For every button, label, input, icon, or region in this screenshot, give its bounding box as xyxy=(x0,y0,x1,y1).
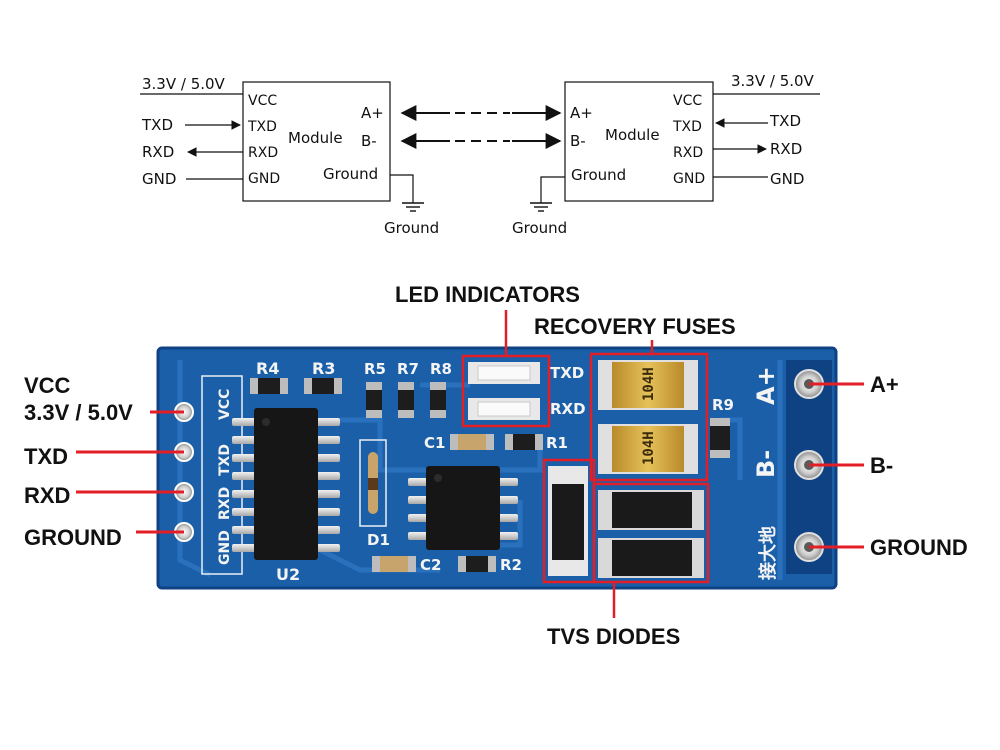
tvs-group xyxy=(548,466,704,578)
left-ground-symbol-icon xyxy=(402,202,424,212)
fuse2-code: 104H xyxy=(641,431,657,465)
right-pin-ground: Ground xyxy=(571,166,626,184)
left-pin-a: A+ xyxy=(361,104,384,122)
capacitor-c1: C1 xyxy=(424,434,494,452)
right-pin-txd: TXD xyxy=(672,119,702,135)
led-group: TXD RXD xyxy=(468,362,586,420)
silk-a-plus: A+ xyxy=(752,366,780,405)
right-supply-label: 3.3V / 5.0V xyxy=(731,72,815,90)
callout-tvs-diodes: TVS DIODES xyxy=(547,624,680,649)
callout-recovery-fuses: RECOVERY FUSES xyxy=(534,314,736,339)
terminal-silk: A+ B- 接大地 xyxy=(752,366,780,580)
ic-u2: U2 xyxy=(232,408,340,584)
fuse-group: 104H 104H xyxy=(598,360,698,474)
resistor-r7: R7 xyxy=(397,360,419,418)
left-supply-label: 3.3V / 5.0V xyxy=(142,75,226,93)
left-module-name: Module xyxy=(288,129,343,147)
left-pin-label-voltage: 3.3V / 5.0V xyxy=(24,400,133,425)
pcb-board: VCC TXD RXD GND xyxy=(156,346,838,590)
right-pin-label-a: A+ xyxy=(870,372,899,397)
silk-led-txd: TXD xyxy=(550,364,584,382)
silk-b-minus: B- xyxy=(752,450,780,478)
right-pin-label-ground: GROUND xyxy=(870,535,968,560)
silk-rxd: RXD xyxy=(217,487,233,520)
silk-r4: R4 xyxy=(256,359,279,378)
right-pin-a: A+ xyxy=(570,104,593,122)
fuse-highlight-box xyxy=(589,352,709,482)
schematic: 3.3V / 5.0V TXD RXD GND VCC TXD RXD GND … xyxy=(140,72,820,237)
right-pin-b: B- xyxy=(570,132,586,150)
silk-c2: C2 xyxy=(420,556,441,574)
left-ext-txd: TXD xyxy=(141,116,173,134)
left-module-box xyxy=(242,81,391,202)
silk-vcc: VCC xyxy=(217,389,233,420)
left-pin-label-vcc: VCC xyxy=(24,373,71,398)
right-ext-txd: TXD xyxy=(769,112,801,130)
left-ground-label: Ground xyxy=(384,219,439,237)
left-pin-txd: TXD xyxy=(247,119,277,135)
bus-lines xyxy=(400,105,562,149)
resistor-r8: R8 xyxy=(430,360,452,418)
capacitor-c2: C2 xyxy=(372,556,441,574)
right-module: 3.3V / 5.0V TXD RXD GND VCC TXD RXD GND … xyxy=(512,72,820,237)
silk-r1: R1 xyxy=(546,434,568,452)
silk-r2: R2 xyxy=(500,556,522,574)
callout-led-indicators: LED INDICATORS xyxy=(395,282,580,307)
right-ground-label: Ground xyxy=(512,219,567,237)
silk-r7: R7 xyxy=(397,360,419,378)
terminal-pads xyxy=(786,360,832,574)
right-module-name: Module xyxy=(605,126,660,144)
left-pin-b: B- xyxy=(361,132,377,150)
ic-soic8 xyxy=(408,466,518,550)
diode-d1: D1 xyxy=(359,439,390,549)
callouts: LED INDICATORS RECOVERY FUSES TVS DIODES… xyxy=(24,282,968,649)
left-pin-label-ground: GROUND xyxy=(24,525,122,550)
left-pin-label-txd: TXD xyxy=(24,444,68,469)
left-pin-ground: Ground xyxy=(323,165,378,183)
right-ext-gnd: GND xyxy=(770,170,804,188)
resistor-r9: R9 xyxy=(710,396,734,458)
resistor-r1: R1 xyxy=(505,434,568,452)
tvs-highlight-box-2 xyxy=(592,482,710,584)
resistor-r4: R4 xyxy=(250,359,288,394)
silk-r5: R5 xyxy=(364,360,386,378)
right-ext-rxd: RXD xyxy=(770,140,802,158)
left-pin-rxd: RXD xyxy=(248,145,278,161)
resistor-r2: R2 xyxy=(458,556,522,574)
left-pin-gnd: GND xyxy=(248,171,280,187)
right-pin-gnd: GND xyxy=(673,171,705,187)
right-pin-label-b: B- xyxy=(870,453,893,478)
silk-d1: D1 xyxy=(367,531,390,549)
left-pin-vcc: VCC xyxy=(248,93,277,109)
silk-led-rxd: RXD xyxy=(550,400,586,418)
right-module-box xyxy=(564,81,714,202)
left-module: 3.3V / 5.0V TXD RXD GND VCC TXD RXD GND … xyxy=(140,75,439,237)
silk-c1: C1 xyxy=(424,434,445,452)
left-pin-label-rxd: RXD xyxy=(24,483,70,508)
right-ground-symbol-icon xyxy=(530,202,552,212)
resistor-r3: R3 xyxy=(304,359,342,394)
silk-r8: R8 xyxy=(430,360,452,378)
silk-u2: U2 xyxy=(276,565,300,584)
fuse1-code: 104H xyxy=(641,367,657,401)
silk-chinese: 接大地 xyxy=(757,526,779,580)
silk-txd: TXD xyxy=(217,444,233,476)
right-pin-vcc: VCC xyxy=(673,93,702,109)
header-silk-labels: VCC TXD RXD GND xyxy=(217,389,233,565)
right-pin-rxd: RXD xyxy=(673,145,703,161)
silk-r3: R3 xyxy=(312,359,335,378)
left-ext-gnd: GND xyxy=(142,170,176,188)
left-ext-rxd: RXD xyxy=(142,143,174,161)
silk-r9: R9 xyxy=(712,396,734,414)
resistor-r5: R5 xyxy=(364,360,386,418)
u2-body xyxy=(254,408,318,560)
soic8-body xyxy=(426,466,500,550)
silk-gnd: GND xyxy=(217,530,233,565)
